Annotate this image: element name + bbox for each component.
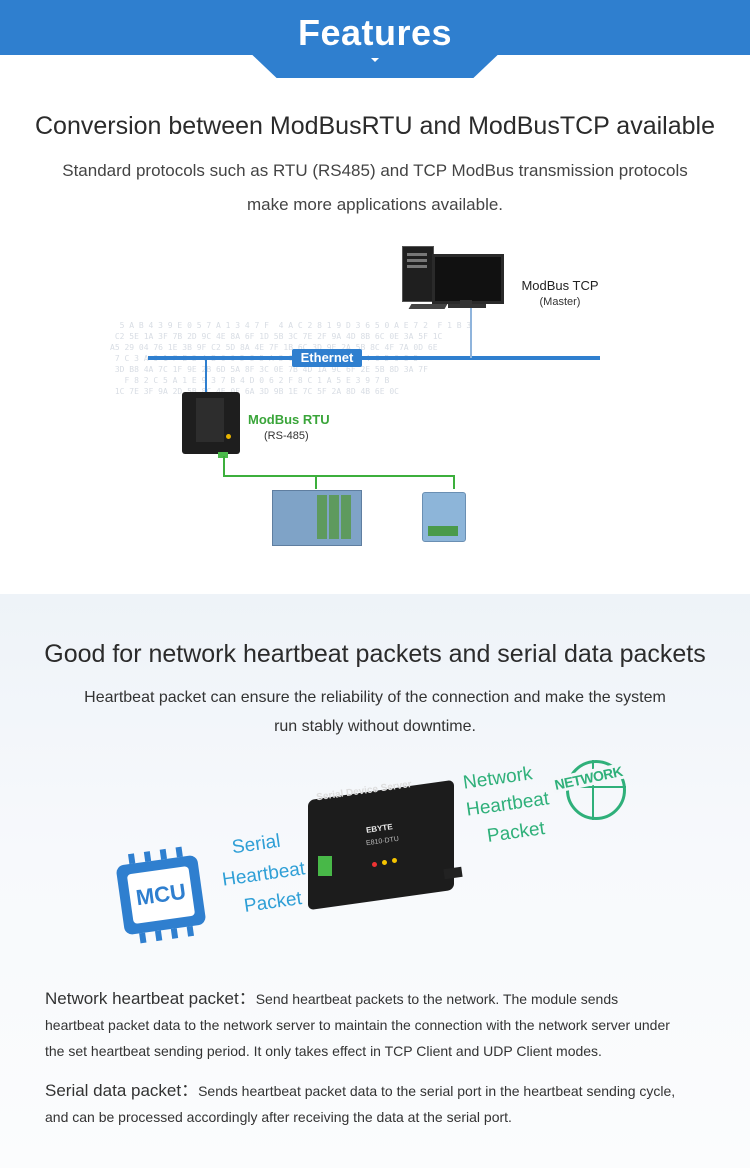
mcu-chip-icon: MCU: [115, 846, 207, 944]
network-heartbeat-line2: heartbeat packet data to the network ser…: [45, 1017, 670, 1033]
modbus-rtu-label: ModBus RTU: [248, 412, 330, 427]
pc-tower-icon: [402, 246, 434, 302]
plc-module: [317, 495, 327, 539]
section2-description-line1: Heartbeat packet can ensure the reliabil…: [84, 689, 666, 706]
device-front-panel: [196, 398, 224, 442]
led-indicator: [392, 858, 397, 863]
rs485-line: [223, 456, 225, 476]
rs485-bus-line: [223, 475, 455, 477]
section1-description: Standard protocols such as RTU (RS485) a…: [40, 154, 710, 222]
network-heartbeat-paragraph: Network heartbeat packet：Send heartbeat …: [45, 986, 715, 1064]
monitor-icon: [432, 254, 504, 304]
modbus-tcp-label: ModBus TCP: [521, 278, 599, 293]
section2-description: Heartbeat packet can ensure the reliabil…: [60, 683, 690, 741]
section2-title: Good for network heartbeat packets and s…: [44, 640, 706, 668]
network-heartbeat-line1: Send heartbeat packets to the network. T…: [255, 991, 619, 1007]
section2-description-line2: run stably without downtime.: [274, 718, 476, 735]
mcu-label: MCU: [126, 865, 196, 925]
network-heartbeat-line3: the set heartbeat sending period. It onl…: [45, 1043, 602, 1059]
terminal-block: [218, 452, 228, 458]
serial-data-line1: Sends heartbeat packet data to the seria…: [198, 1083, 676, 1099]
section1-description-line1: Standard protocols such as RTU (RS485) a…: [62, 161, 688, 180]
globe-meridian: [592, 760, 594, 820]
modbus-diagram: 5 A B 4 3 9 E 0 5 7 A 1 3 4 7 F 4 A C 2 …: [0, 230, 750, 590]
globe-equator: [566, 786, 626, 788]
monitor-base: [448, 304, 486, 308]
modbus-rtu-sub: (RS-485): [264, 430, 309, 442]
io-module-base: [428, 526, 458, 536]
terminal-block: [318, 856, 332, 876]
section1-title: Conversion between ModBusRTU and ModBusT…: [35, 112, 715, 140]
serial-data-lead: Serial data packet：: [45, 1081, 199, 1100]
rs485-drop-line: [315, 475, 317, 489]
plc-module: [341, 495, 351, 539]
pc-connector-line: [470, 308, 472, 358]
modbus-tcp-sub: (Master): [539, 296, 581, 308]
device-connector-line: [205, 358, 207, 394]
ethernet-line: [148, 356, 600, 360]
led-indicator: [382, 860, 387, 865]
monitor-stand: [460, 300, 472, 305]
rs485-drop-line: [453, 475, 455, 489]
header-tab: [252, 0, 498, 78]
led-indicator: [226, 434, 231, 439]
serial-data-paragraph: Serial data packet：Sends heartbeat packe…: [45, 1078, 715, 1130]
page-title: Features: [297, 12, 453, 53]
network-heartbeat-lead: Network heartbeat packet：: [45, 989, 256, 1008]
section1-description-line2: make more applications available.: [246, 195, 504, 214]
keyboard-icon: [408, 304, 448, 309]
plc-module: [329, 495, 339, 539]
serial-data-line2: and can be processed accordingly after r…: [45, 1109, 512, 1125]
ethernet-label: Ethernet: [292, 349, 362, 367]
led-indicator: [372, 862, 377, 867]
caret-down-icon: [371, 58, 379, 62]
plc-rack-icon: [272, 490, 362, 546]
